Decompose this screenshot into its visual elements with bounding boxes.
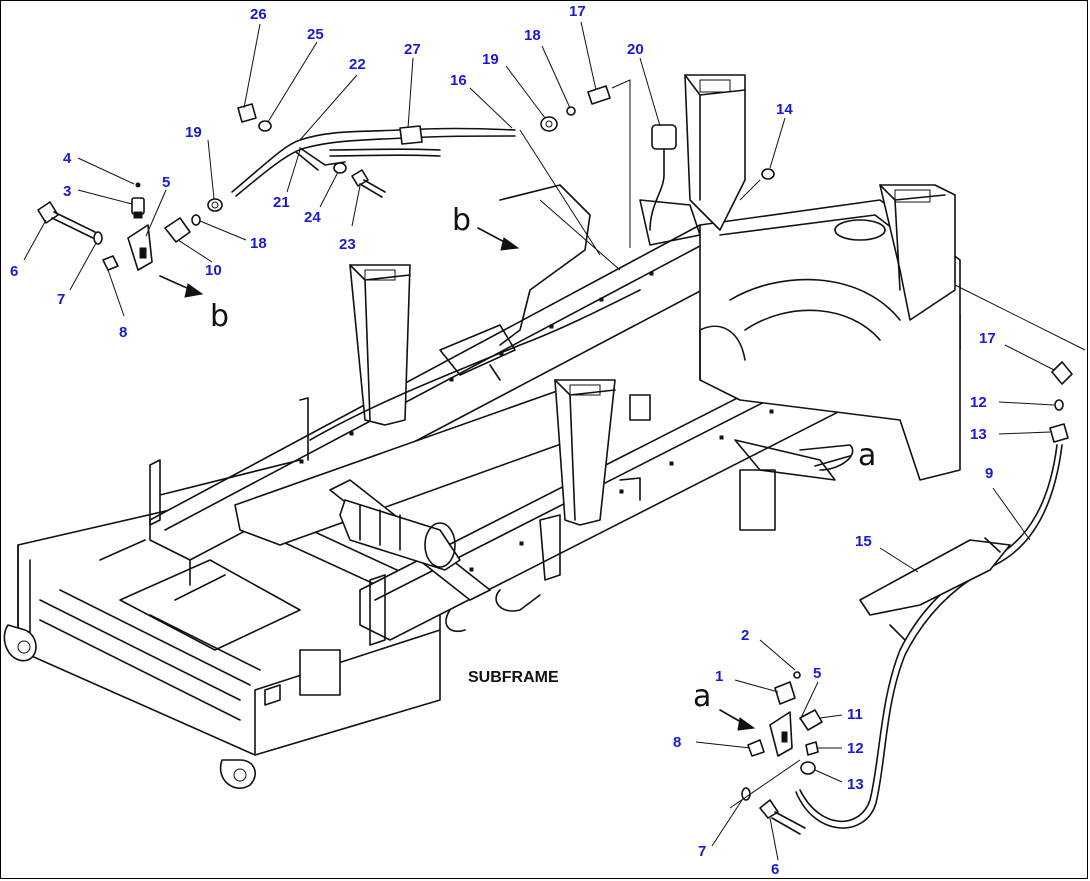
- callout-8-left: 8: [119, 324, 127, 341]
- view-letter-b-main: b: [452, 203, 471, 238]
- callout-2: 2: [741, 627, 749, 644]
- leader-lines: [23, 21, 1055, 861]
- callout-26: 26: [250, 6, 267, 23]
- callout-4-left: 4: [63, 150, 72, 167]
- callout-13-right: 13: [970, 426, 987, 443]
- subframe-caption: SUBFRAME: [468, 669, 559, 686]
- callout-6-bottom: 6: [771, 861, 779, 878]
- callout-10: 10: [205, 262, 222, 279]
- suspension-columns: [349, 74, 956, 526]
- callout-12-bottom: 12: [847, 740, 864, 757]
- callout-20: 20: [627, 41, 644, 58]
- view-letter-a-detail: a: [693, 679, 711, 714]
- callout-5-bottom: 5: [813, 665, 821, 682]
- callout-14: 14: [776, 101, 793, 118]
- callout-8-bottom: 8: [673, 734, 681, 751]
- callout-17-top: 17: [569, 3, 586, 20]
- callout-22: 22: [349, 56, 366, 73]
- callout-1: 1: [715, 668, 723, 685]
- callout-21: 21: [273, 194, 290, 211]
- callout-3-left: 3: [63, 183, 71, 200]
- callout-19-left: 19: [185, 124, 202, 141]
- callout-23: 23: [339, 236, 356, 253]
- view-letter-b-detail: b: [210, 299, 229, 334]
- view-letter-a-main: a: [858, 438, 876, 473]
- callout-18-top: 18: [524, 27, 541, 44]
- callout-numbers: 26 25 22 27 16 19 18 17 20 14 4 19 3 5 2…: [10, 3, 996, 878]
- callout-5-left: 5: [162, 174, 170, 191]
- callout-16: 16: [450, 72, 467, 89]
- callout-7-left: 7: [57, 291, 65, 308]
- callout-18-left: 18: [250, 235, 267, 252]
- view-arrows: [159, 227, 851, 467]
- callout-15: 15: [855, 533, 872, 550]
- callout-13-bottom: 13: [847, 776, 864, 793]
- callout-6-left: 6: [10, 263, 18, 280]
- detail-a-group: [719, 671, 823, 835]
- callout-24: 24: [304, 209, 321, 226]
- callout-17-right: 17: [979, 330, 996, 347]
- callout-7-bottom: 7: [698, 843, 706, 860]
- callout-19-top: 19: [482, 51, 499, 68]
- callout-9: 9: [985, 465, 993, 482]
- subframe-assembly: [3, 74, 961, 789]
- callout-27: 27: [404, 41, 421, 58]
- callout-11: 11: [847, 706, 863, 723]
- callout-12-right: 12: [970, 394, 987, 411]
- callout-25: 25: [307, 26, 324, 43]
- left-switch-group: [37, 79, 775, 271]
